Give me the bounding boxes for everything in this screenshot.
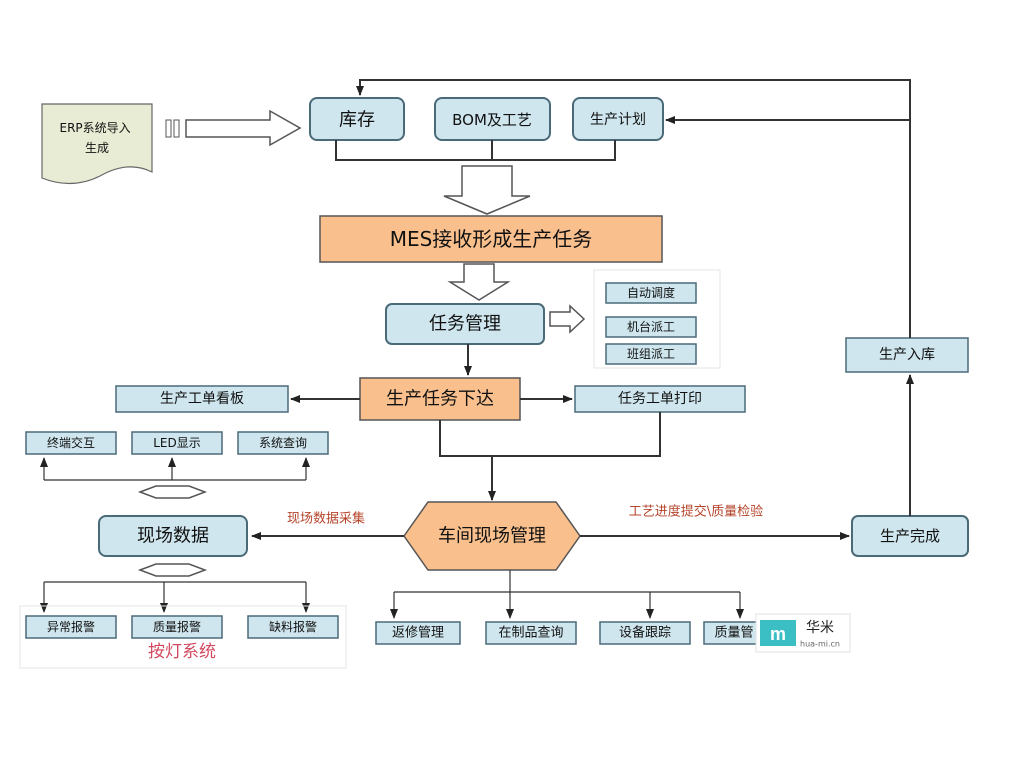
- shortage-label: 缺料报警: [269, 619, 317, 634]
- equipment-label: 设备跟踪: [619, 625, 671, 641]
- team-dispatch-box: [605, 343, 697, 365]
- equipment-box: [599, 621, 691, 645]
- mes-label: MES接收形成生产任务: [390, 227, 593, 251]
- release-merge-bracket: [439, 412, 661, 457]
- down-hollow-arrow-1: [443, 165, 531, 215]
- watermark-url: hua-mi.cn: [800, 640, 840, 649]
- progress-label: 工艺进度提交\质量检验: [629, 504, 763, 520]
- led-box: [131, 431, 223, 455]
- dispatch-hollow-arrow: [549, 304, 586, 334]
- quality-mgmt-label: 质量管: [714, 626, 753, 641]
- abnormal-box: [25, 615, 117, 639]
- mes-box: [319, 215, 663, 263]
- inventory-box: [309, 97, 405, 141]
- quality-alarm-box: [131, 615, 223, 639]
- onsite-data-box: [98, 515, 248, 557]
- dispatch-group: [593, 269, 721, 369]
- rework-box: [375, 621, 461, 645]
- task-mgmt-box: [385, 303, 545, 345]
- machine-dispatch-box: [605, 316, 697, 338]
- erp-hollow-arrow: [165, 109, 302, 147]
- onsite-up-hollow-arrow: [137, 485, 208, 499]
- team-dispatch-label: 班组派工: [627, 347, 675, 361]
- board-box: [115, 385, 289, 413]
- warehouse-in-label: 生产入库: [879, 347, 935, 363]
- quality-alarm-label: 质量报警: [153, 619, 201, 634]
- task-release-label: 生产任务下达: [386, 389, 494, 410]
- top-bracket: [335, 140, 616, 161]
- onsite-down-hollow-arrow: [137, 563, 208, 577]
- query-label: 系统查询: [259, 436, 307, 450]
- query-box: [237, 431, 329, 455]
- abnormal-label: 异常报警: [47, 619, 95, 634]
- plan-label: 生产计划: [590, 112, 646, 128]
- task-mgmt-label: 任务管理: [429, 314, 501, 335]
- terminal-label: 终端交互: [47, 435, 95, 450]
- auto-dispatch-box: [605, 282, 697, 304]
- collect-label: 现场数据采集: [287, 511, 365, 527]
- board-label: 生产工单看板: [160, 391, 244, 407]
- shortage-box: [247, 615, 339, 639]
- auto-dispatch-label: 自动调度: [627, 285, 675, 300]
- andon-label: 按灯系统: [148, 642, 216, 662]
- wip-box: [485, 621, 577, 645]
- workshop-label: 车间现场管理: [438, 526, 546, 547]
- plan-box: [572, 97, 664, 141]
- watermark-logo: [760, 620, 796, 646]
- erp-line1: ERP系统导入: [60, 121, 131, 135]
- warehouse-in-box: [845, 337, 969, 373]
- task-release-box: [359, 377, 521, 421]
- print-label: 任务工单打印: [618, 390, 702, 407]
- rework-label: 返修管理: [392, 626, 444, 641]
- watermark-brand: 华米: [806, 620, 834, 636]
- andon-group: [19, 605, 347, 669]
- bom-label: BOM及工艺: [452, 111, 532, 129]
- wip-label: 在制品查询: [498, 626, 563, 641]
- feedback-loop-to-inventory: [356, 79, 911, 338]
- terminal-box: [25, 431, 117, 455]
- down-hollow-arrow-2: [447, 263, 511, 301]
- onsite-data-label: 现场数据: [137, 526, 209, 547]
- erp-import-label: ERP系统导入 生成: [60, 121, 135, 155]
- inventory-label: 库存: [339, 110, 375, 131]
- led-label: LED显示: [153, 436, 201, 450]
- erp-line2: 生成: [85, 141, 109, 155]
- complete-label: 生产完成: [880, 527, 940, 545]
- erp-import-doc: ERP系统导入 生成: [41, 103, 153, 185]
- machine-dispatch-label: 机台派工: [627, 319, 675, 334]
- watermark: m 华米 hua-mi.cn: [755, 613, 851, 653]
- svg-text:m: m: [770, 624, 786, 644]
